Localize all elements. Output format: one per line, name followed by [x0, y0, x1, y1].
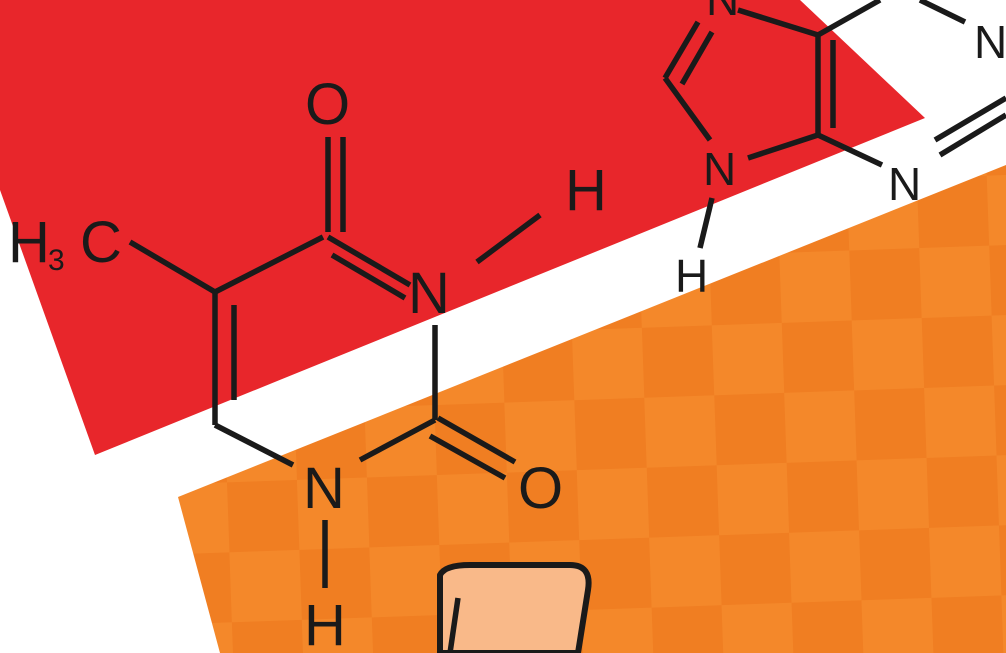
sugar-shape	[437, 562, 592, 653]
purine-n-left-label: N	[703, 143, 736, 195]
imide-h-label: H	[565, 158, 607, 223]
orange-panel	[178, 165, 1006, 653]
purine-n-bottom-right-label: N	[888, 158, 921, 210]
oxygen-top-label: O	[305, 72, 350, 137]
methyl-subscript: 3	[48, 244, 65, 277]
thymine-bonds	[128, 137, 542, 588]
methyl-h-label: H	[8, 210, 50, 275]
purine-n-top-label: N	[706, 0, 739, 25]
methyl-c-label: C	[80, 210, 122, 275]
imide-n-label: N	[408, 261, 450, 326]
ring-h-bottom-label: H	[304, 593, 346, 653]
purine-bonds	[662, 0, 1006, 249]
ring-n-bottom-label: N	[303, 456, 345, 521]
purine-h-label: H	[675, 250, 708, 302]
purine-n-right-label: N	[974, 16, 1006, 68]
oxygen-bottom-label: O	[518, 456, 563, 521]
